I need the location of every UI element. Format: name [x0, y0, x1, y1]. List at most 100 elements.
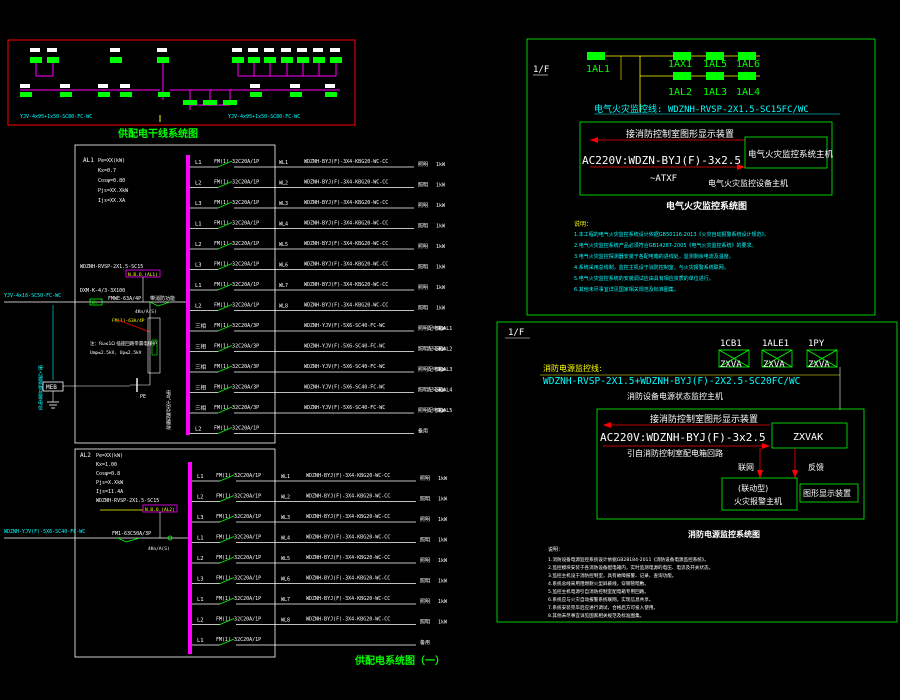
circuit-kw: 1kW [436, 285, 446, 291]
note-line: 1.消防设备电源监控系统设计依据GB28184-2011《消防设备电源监控系统》… [548, 556, 709, 563]
circuit-breaker: FM(1)-32C20A/1P [216, 555, 261, 561]
circuit-breaker: FM(1)-32C20A/3P [214, 405, 259, 411]
circuit-breaker: FM(1)-32C20A/1P [214, 262, 259, 268]
circuit-cable: WDZNH-BYJ(F)-3X4-KBG20-WC-CC [306, 535, 390, 541]
breaker-contact [217, 386, 233, 393]
panel-al2-module-box-label: N.B.O.(AL2) [145, 507, 175, 513]
fire-module-label-1al6: 1AL6 [736, 59, 760, 70]
breaker-contact [217, 324, 233, 332]
circuit-breaker: FM(1)-32C20A/1P [214, 159, 259, 165]
fire-module-label-1al4: 1AL4 [736, 87, 760, 98]
power-feedback-label: 反馈 [808, 462, 824, 472]
fire-host-box [744, 136, 828, 169]
circuit-cable: WDZNH-BYJ(F)-3X4-KBG20-WC-CC [304, 282, 388, 288]
panel-al1: AL1 Pe=XX(kW) Kx=0.7 Cosφ=0.80 Pjs=XX.Xk… [4, 144, 452, 444]
circuit-cable: WDZNH-BYJ(F)-3X4-KBG20-WC-CC [304, 241, 388, 247]
circuit-kw: 1kW [438, 517, 448, 523]
circuit-breaker: FM(1)-32C20A/1P [216, 617, 261, 623]
circuit-kw: 5kW [436, 388, 446, 394]
breaker-contact [217, 242, 233, 250]
circuit-use: 照明 [420, 517, 430, 523]
breaker-contact [219, 536, 235, 543]
breaker-contact [217, 263, 233, 270]
power-module-label-1cb1: 1CB1 [720, 339, 742, 349]
note-line: 3.电气火灾监控探测器安装于各配电箱的进线处，监测剩余电流及温度。 [574, 253, 734, 260]
circuit-number: WL6 [281, 577, 290, 583]
note-line: 5.监控主机电源引自消防控制室配电箱专用回路。 [548, 588, 649, 595]
panel-al1-cpu: 4Kn/A(S) [135, 309, 157, 315]
note-line: 2.电气火灾监控系统产品必须符合GB14287-2005《电气火灾监控系统》的要… [574, 242, 757, 249]
circuit-cable: WDZNH-YJV(F)-5X6-SC40-FC-WC [304, 405, 385, 411]
circuit-cable: WDZNH-BYJ(F)-3X4-KBG20-WC-CC [306, 617, 390, 623]
circuit-use: 照明 [420, 476, 430, 482]
circuit-breaker: FM(1)-32C20A/3P [214, 385, 259, 391]
circuit-number: WL2 [281, 495, 290, 501]
circuit-phase: L3 [195, 263, 202, 269]
circuit-phase: L2 [195, 181, 202, 187]
circuit-kw: 1kW [436, 162, 446, 168]
power-display-box [799, 483, 859, 503]
panel-al1-fire-label: 带消防功能 [150, 295, 175, 302]
circuit-number: WL5 [279, 242, 288, 248]
circuit-use: 照明配电箱AL1 [418, 325, 452, 332]
panel-al1-pe: PE [140, 394, 146, 400]
circuit-kw: 1kW [438, 538, 448, 544]
fire-notes-title: 说明： [574, 220, 592, 228]
circuit-breaker: FM(1)-32C20A/1P [214, 426, 259, 432]
circuit-phase: 三相 [195, 363, 207, 371]
panel-al1-param-2: Kx=0.7 [98, 168, 116, 174]
circuit-use: 照明配电箱AL3 [418, 366, 452, 373]
circuit-phase: 三相 [195, 343, 207, 351]
circuit-use: 照明 [420, 620, 430, 626]
power-host-box [771, 422, 848, 449]
circuit-phase: L1 [195, 222, 202, 228]
power-notes: 1.消防设备电源监控系统设计依据GB28184-2011《消防设备电源监控系统》… [548, 556, 713, 619]
circuit-number: WL4 [281, 536, 290, 542]
panel-al2-cpu: 4Kn/A(S) [148, 546, 170, 552]
circuit-cable: WDZNH-BYJ(F)-3X4-KBG20-WC-CC [304, 221, 388, 227]
power-module-box-3 [806, 349, 838, 368]
circuit-phase: L1 [195, 160, 202, 166]
power-host-label: ZXVAK [793, 432, 823, 443]
circuit-cable: WDZNH-BYJ(F)-3X4-KBG20-WC-CC [304, 200, 388, 206]
circuit-phase: L1 [197, 597, 204, 603]
circuit-number: WL1 [279, 160, 288, 166]
breaker-contact [217, 365, 233, 373]
circuit-use: 照明 [418, 306, 428, 312]
panel-al1-param-1: Pe=XX(kW) [98, 158, 125, 164]
circuit-phase: L2 [197, 495, 204, 501]
fire-module-1al1 [587, 52, 605, 60]
circuit-kw: 1kW [436, 306, 446, 312]
circuit-kw: 1kW [438, 599, 448, 605]
fire-device-label: 电气火灾监控设备主机 [708, 178, 788, 188]
circuit-use: 照明 [418, 162, 428, 168]
circuit-cable: WDZNH-BYJ(F)-3X4-KBG20-WC-CC [306, 596, 390, 602]
power-module-type-2: ZXVA [763, 360, 785, 370]
circuit-cable: WDZNH-YJV(F)-5X6-SC40-FC-WC [304, 385, 385, 391]
circuit-use: 照明 [418, 183, 428, 189]
circuit-phase: L2 [197, 556, 204, 562]
circuit-number: WL8 [281, 618, 290, 624]
circuit-breaker: FM(1)-32C20A/3P [214, 344, 259, 350]
circuit-use: 照明配电箱AL5 [418, 407, 452, 414]
circuit-kw: 1kW [436, 203, 446, 209]
circuit-phase: 三相 [195, 384, 207, 392]
power-module-box-1 [718, 349, 750, 368]
power-alarm-host-box [721, 477, 798, 511]
breaker-contact [217, 181, 233, 188]
panel-al1-param-4: Pjs=XX.XkW [98, 188, 129, 194]
circuit-kw: 1kW [438, 558, 448, 564]
circuit-cable: WDZNH-BYJ(F)-3X4-KBG20-WC-CC [306, 473, 390, 479]
circuit-use: 照明 [418, 244, 428, 250]
al1-circuit-row: 三相 FM(1)-32C20A/3P WDZNH-YJV(F)-5X6-SC40-F… [190, 384, 452, 394]
